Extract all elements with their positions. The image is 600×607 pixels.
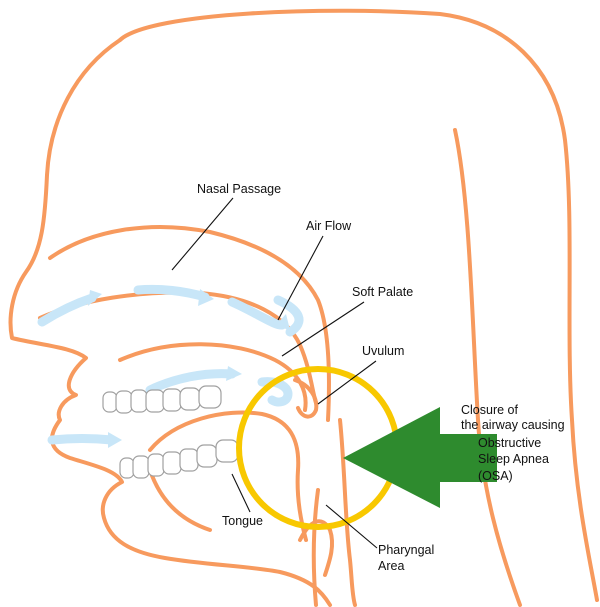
tongue-label: Tongue	[222, 514, 264, 528]
upper-teeth	[102, 385, 222, 414]
uvula-shape	[293, 378, 319, 419]
leader-tongue	[231, 473, 251, 513]
air-flow-arrowhead-3	[275, 314, 290, 330]
tooth	[198, 385, 222, 409]
leader-lines	[171, 197, 378, 549]
closure-label-line1: Closure of	[461, 403, 518, 417]
lower-teeth	[119, 439, 239, 479]
tooth	[119, 457, 135, 479]
pharynx-back-wall	[338, 418, 357, 607]
head-outline	[118, 8, 599, 602]
tooth	[162, 451, 182, 475]
tooth	[179, 387, 201, 411]
leader-pharyngeal	[325, 504, 378, 549]
air-flow-arrowhead-2	[198, 289, 214, 306]
air-flow-arrow-2	[133, 284, 210, 302]
osa-label-line3: (OSA)	[478, 469, 513, 483]
tooth	[196, 444, 218, 468]
leader-airflow	[277, 235, 324, 321]
tooth	[130, 389, 148, 413]
leader-nasal	[171, 197, 234, 271]
tooth	[102, 391, 118, 413]
air-flow-arrow-1	[37, 293, 97, 327]
air-flow-arrowhead-5	[226, 366, 242, 381]
tooth	[215, 439, 239, 463]
nasal-roof-outline	[48, 225, 331, 422]
nasal-passage-label: Nasal Passage	[197, 182, 282, 196]
air-flow-arrow-4	[273, 295, 304, 337]
tooth	[179, 448, 199, 472]
air-flow-arrowhead-1	[88, 290, 102, 306]
air-flow-arrow-7	[47, 434, 117, 445]
tooth	[132, 455, 150, 479]
leader-soft-palate	[281, 301, 365, 357]
leader-uvula	[317, 360, 377, 405]
tooth	[145, 389, 165, 413]
air-flow-arrowheads	[88, 289, 290, 448]
osa-label-line1: Obstructive	[478, 436, 542, 450]
uvula-label: Uvulum	[362, 344, 405, 358]
pharyngeal-label-line1: Pharyngal	[378, 543, 435, 557]
lower-jaw-outline	[148, 468, 212, 532]
neck-back-outline	[453, 128, 522, 607]
face-profile-outline	[8, 38, 332, 607]
air-flow-arrowhead-7	[108, 432, 122, 448]
osa-label-line2: Sleep Apnea	[478, 452, 549, 466]
air-flow-arrow-5	[145, 369, 237, 395]
tooth	[115, 390, 133, 414]
soft-palate-outline	[118, 342, 308, 412]
soft-palate-label: Soft Palate	[352, 285, 414, 299]
tooth	[147, 453, 165, 477]
air-flow-label: Air Flow	[306, 219, 352, 233]
air-flow-arrows	[37, 284, 304, 445]
nasal-floor-outline	[38, 290, 318, 405]
closure-arrow	[343, 407, 497, 508]
pharyngeal-label-line2: Area	[378, 559, 405, 573]
closure-label-line2: the airway causing	[461, 418, 565, 432]
tongue-outline	[148, 410, 308, 542]
tooth	[162, 388, 182, 412]
pharynx-front-wall	[311, 488, 320, 607]
